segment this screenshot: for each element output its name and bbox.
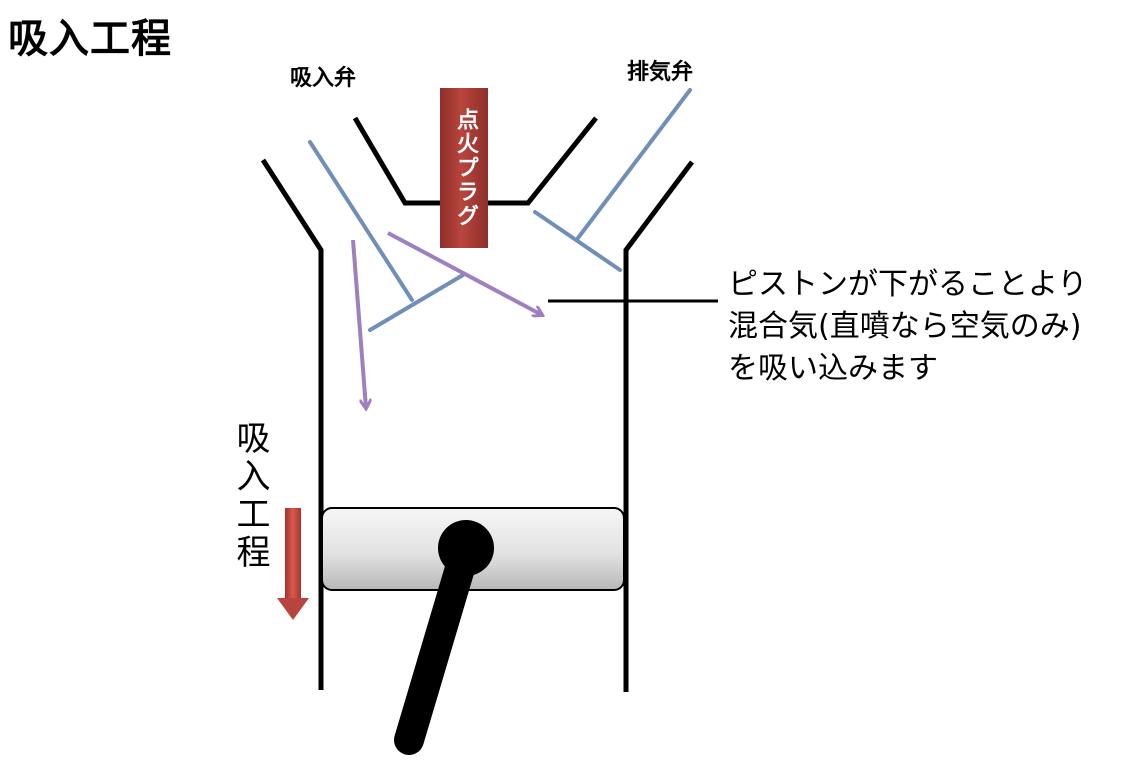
piston-pin [438,520,494,576]
spark-plug [440,88,488,248]
callout-text: ピストンが下がることより混合気(直噴なら空気のみ)を吸い込みます [728,267,1088,386]
intake-port [352,116,446,206]
cylinder-right-wall [623,160,694,692]
exhaust-port [488,116,598,206]
intake-valve-label: 吸入弁 [290,66,357,91]
exhaust-valve-label: 排気弁 [627,60,694,85]
down-arrow-icon [277,508,309,620]
stroke-label: 吸入工程 [230,420,270,572]
connecting-rod [394,533,481,755]
flow-arrow-down [351,239,366,408]
flow-arrow-right [387,231,542,315]
exhaust-valve [533,88,692,272]
spark-plug-label: 点火プラグ [453,108,478,228]
page-title: 吸入工程 [8,16,172,62]
intake-valve [308,140,465,332]
